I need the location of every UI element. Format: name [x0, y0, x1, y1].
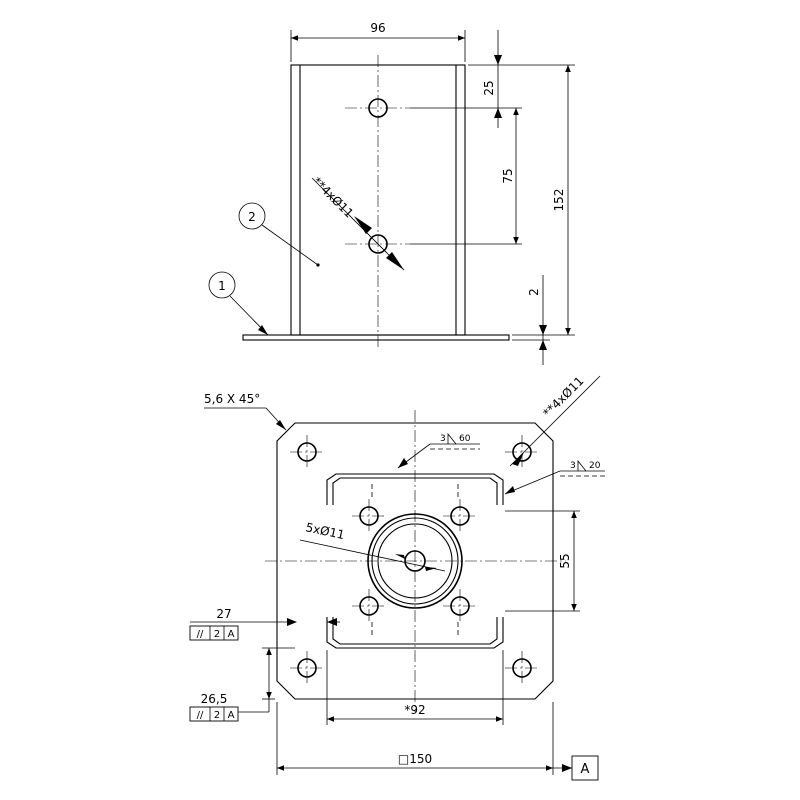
front-hole-callout-text: **4xØ11: [310, 174, 356, 220]
dim-92-text: *92: [404, 703, 425, 717]
dim-thickness-2: 2: [527, 275, 547, 365]
dim-75-text: 75: [501, 168, 515, 183]
balloon-2: 2: [238, 202, 320, 267]
center-boss: [367, 513, 463, 609]
dim-2-text: 2: [527, 288, 541, 296]
inner-hole-bottom-left: [352, 589, 386, 623]
front-hole-callout: **4xØ11: [310, 174, 405, 271]
balloon-1-text: 1: [218, 279, 226, 293]
dim-spacing-55: 55: [505, 510, 580, 612]
base-plate-edge: [242, 334, 510, 341]
chamfer-callout: 5,6 X 45°: [204, 392, 287, 431]
dim-55-text: 55: [558, 553, 572, 568]
weld-symbol-right: 3 20: [504, 459, 605, 495]
dim-26-5-text: 26,5: [201, 692, 228, 706]
front-view: 96 25 75 152 2: [208, 21, 575, 365]
tol1-symbol: //: [197, 629, 204, 640]
dim-height-152: 152: [552, 65, 571, 335]
corner-hole-bottom-right: [505, 651, 539, 685]
corner-hole-bottom-left: [290, 651, 324, 685]
channel-bottom-section: [326, 617, 504, 649]
dim-top-offset-25: 25: [482, 30, 502, 128]
corner-hole-top-left: [290, 435, 324, 469]
tolerance-frame-1: // 2 A: [189, 625, 239, 641]
weld-right-size: 3: [570, 461, 576, 471]
dim-inner-92: *92: [326, 650, 504, 725]
balloon-1: 1: [208, 271, 269, 336]
datum-a-text: A: [581, 762, 590, 777]
dim-25-text: 25: [482, 80, 496, 95]
dim-27-text: 27: [216, 607, 231, 621]
datum-a: A: [562, 755, 599, 781]
corner-holes-callout: **4xØ11: [509, 374, 601, 467]
dim-152-text: 152: [552, 189, 566, 212]
center-holes-text: 5xØ11: [304, 520, 346, 542]
dim-plate-150: □150: [276, 702, 572, 775]
tol1-datum: A: [228, 629, 235, 640]
dim-width-96: 96: [290, 21, 466, 62]
tol1-value: 2: [214, 629, 220, 640]
chamfer-text: 5,6 X 45°: [204, 392, 260, 406]
weld-right-length: 20: [589, 461, 601, 471]
front-hole-bottom: [345, 234, 410, 254]
corner-hole-top-right: [505, 435, 539, 469]
tol2-datum: A: [228, 710, 235, 721]
base-plate-outline: [276, 422, 554, 700]
weld-symbol-top: 3 60: [397, 432, 480, 469]
tolerance-frame-2: // 2 A: [189, 706, 239, 722]
front-hole-top: [345, 98, 410, 118]
weld-top-length: 60: [459, 434, 471, 444]
tol2-symbol: //: [197, 710, 204, 721]
weld-top-size: 3: [440, 434, 446, 444]
plan-view: 5,6 X 45° **4xØ11 3 60: [189, 374, 605, 781]
channel-top-section: [326, 473, 504, 505]
dim-27: 27 // 2 A: [189, 607, 340, 641]
inner-hole-top-right: [443, 499, 477, 533]
tol2-value: 2: [214, 710, 220, 721]
dim-150-text: □150: [398, 752, 432, 766]
balloon-2-text: 2: [248, 210, 256, 224]
dim-26-5: 26,5 // 2 A: [189, 647, 295, 722]
dim-96-text: 96: [370, 21, 385, 35]
inner-hole-top-left: [352, 499, 386, 533]
dim-hole-spacing-75: 75: [501, 108, 519, 244]
inner-hole-bottom-right: [443, 589, 477, 623]
